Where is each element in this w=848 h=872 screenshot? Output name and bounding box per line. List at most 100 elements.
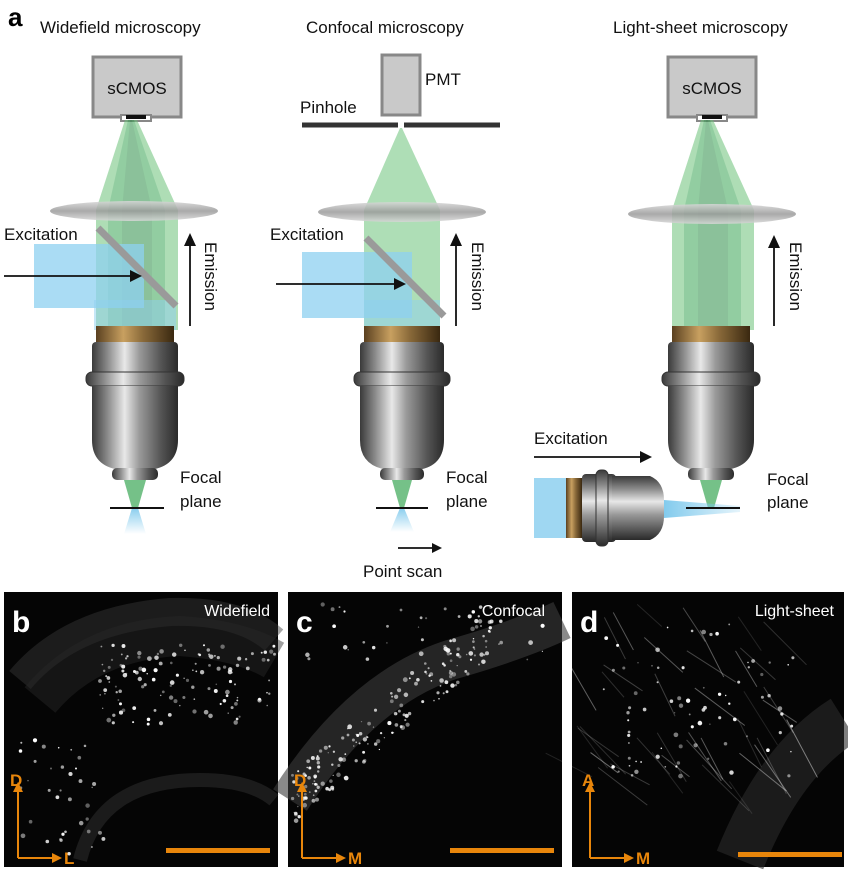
cell-mark [787,664,789,666]
cell-mark [404,713,409,718]
cell-mark [266,658,270,662]
cell-mark [485,651,489,656]
lightsheet-illumination-objective [566,469,664,547]
cell-mark [273,652,276,656]
lightsheet-excitation-beam [534,478,572,538]
cell-mark [471,610,476,614]
cell-mark [768,661,771,664]
lightsheet-diagram: Light-sheet microscopy sCMOS Emission [534,18,809,547]
cell-mark [132,721,135,724]
cell-mark [110,658,114,662]
cell-mark [374,742,378,746]
cell-mark [33,759,37,763]
cell-mark [402,677,408,683]
cell-mark [528,640,533,645]
cell-mark [206,648,211,652]
cell-mark [354,759,358,763]
panel-b: b Widefield D L [4,592,285,868]
lightsheet-emission-label: Emission [786,242,805,311]
lightsheet-emission-beam [672,120,754,330]
cell-mark [216,655,220,660]
cell-mark [78,820,84,826]
cell-mark [99,694,101,696]
cell-mark [215,683,218,686]
cell-mark [373,708,378,712]
cell-mark [59,837,62,841]
cell-mark [18,749,23,753]
cell-mark [371,645,376,650]
cell-mark [27,779,29,782]
cell-mark [331,787,335,791]
confocal-focal-label-1: Focal [446,468,488,487]
cell-mark [367,743,369,745]
cell-mark [449,639,452,643]
cell-mark [480,625,482,627]
cell-mark [347,724,353,730]
cell-mark [228,679,233,684]
panel-b-image [4,592,278,867]
cell-mark [634,769,639,774]
cell-mark [20,833,26,839]
fiber-mark [597,767,648,806]
cell-mark [263,650,268,654]
cell-mark [346,733,350,737]
cell-mark [445,690,449,694]
cell-mark [257,698,262,703]
cell-mark [137,655,141,659]
cell-mark [791,656,795,660]
cell-mark [393,694,399,699]
cell-mark [125,672,128,675]
cell-mark [420,638,424,642]
cell-mark [751,659,755,663]
fiber-mark [688,732,722,782]
cell-mark [132,669,137,674]
cell-mark [175,673,179,677]
cell-mark [669,699,674,703]
cell-mark [91,786,93,789]
cell-mark [362,640,366,644]
cell-mark [423,662,427,665]
cell-mark [106,717,112,723]
widefield-diagram: Widefield microscopy sCMOS [4,18,222,534]
cell-mark [443,644,447,648]
cell-mark [184,649,186,652]
cell-mark [70,748,73,751]
cell-mark [477,615,480,618]
cell-mark [179,704,181,707]
fiber-mark [756,737,787,794]
confocal-pmt: PMT [380,53,461,117]
cell-mark [105,675,108,678]
cell-mark [83,744,87,748]
cell-mark [391,695,394,698]
cell-mark [780,712,784,716]
panel-letter-b: b [12,606,30,639]
cell-mark [90,845,93,849]
cell-mark [452,638,457,643]
cell-mark [356,733,360,737]
confocal-emission-label: Emission [468,242,487,311]
cell-mark [235,717,239,721]
fiber-mark [701,764,750,812]
cell-mark [717,692,722,696]
cell-mark [317,765,321,769]
confocal-dichroic-mirror [363,235,447,319]
cell-mark [446,651,451,656]
cell-mark [656,681,659,684]
cell-mark [478,663,480,666]
fiber-mark [610,763,650,786]
fiber-mark [786,719,818,778]
cell-mark [297,815,301,819]
fiber-mark [643,637,684,673]
cell-mark [747,666,750,669]
cell-mark [622,666,626,670]
cell-mark [787,774,791,778]
cell-mark [315,783,319,786]
cell-mark [327,751,330,754]
cell-mark [203,709,209,715]
cell-mark [195,670,198,673]
cell-mark [393,711,398,716]
cell-mark [481,659,486,664]
cell-mark [332,774,334,777]
cell-mark [681,666,685,670]
cell-mark [77,755,82,760]
